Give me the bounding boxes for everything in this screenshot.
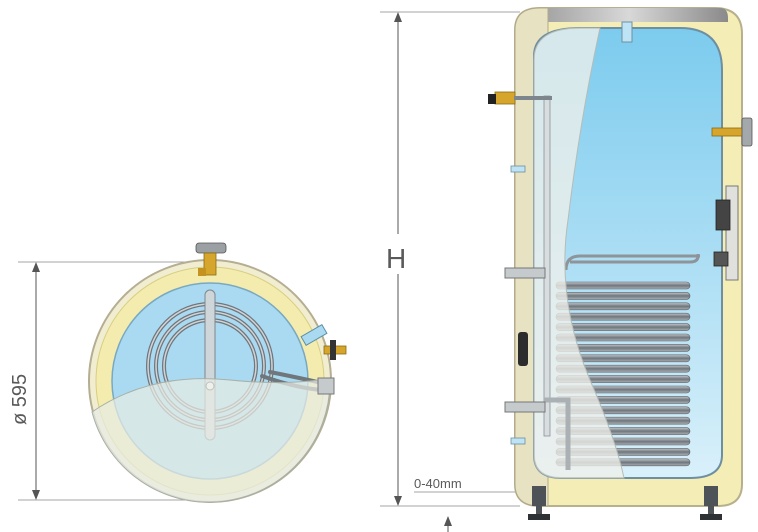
feet-dimension: 0-40mm <box>414 476 520 532</box>
top-cap <box>530 8 728 22</box>
side-view <box>488 7 753 520</box>
feet-label: 0-40mm <box>414 476 462 491</box>
valve-icon <box>323 340 347 360</box>
valve-icon <box>488 91 552 105</box>
diameter-label: ø 595 <box>9 374 31 425</box>
top-connector <box>621 21 633 43</box>
coil-turn <box>555 323 691 331</box>
port-coil-inlet <box>504 267 546 279</box>
coil-turn <box>555 281 691 290</box>
thermometer-icon <box>711 117 753 147</box>
cutaway-overlay <box>533 27 625 479</box>
height-dimension: H <box>380 11 520 507</box>
diameter-dimension: ø 595 <box>9 261 215 501</box>
inspection-flange <box>518 332 528 366</box>
port-lower <box>510 437 526 445</box>
coil-turn <box>555 292 691 300</box>
thermometer-icon <box>195 242 227 276</box>
outlet-stub <box>317 377 335 395</box>
port-upper <box>510 165 526 173</box>
coil-turn <box>555 302 691 311</box>
leveling-foot-icon <box>528 486 550 520</box>
coil-turn <box>555 312 691 321</box>
lower-section-overlay <box>91 377 331 503</box>
port-coil-outlet <box>504 401 546 413</box>
leveling-foot-icon <box>700 486 722 520</box>
top-view: ø 595 <box>9 242 347 503</box>
side-port <box>300 323 328 347</box>
height-label: H <box>386 243 406 274</box>
controller-icon <box>713 185 739 281</box>
